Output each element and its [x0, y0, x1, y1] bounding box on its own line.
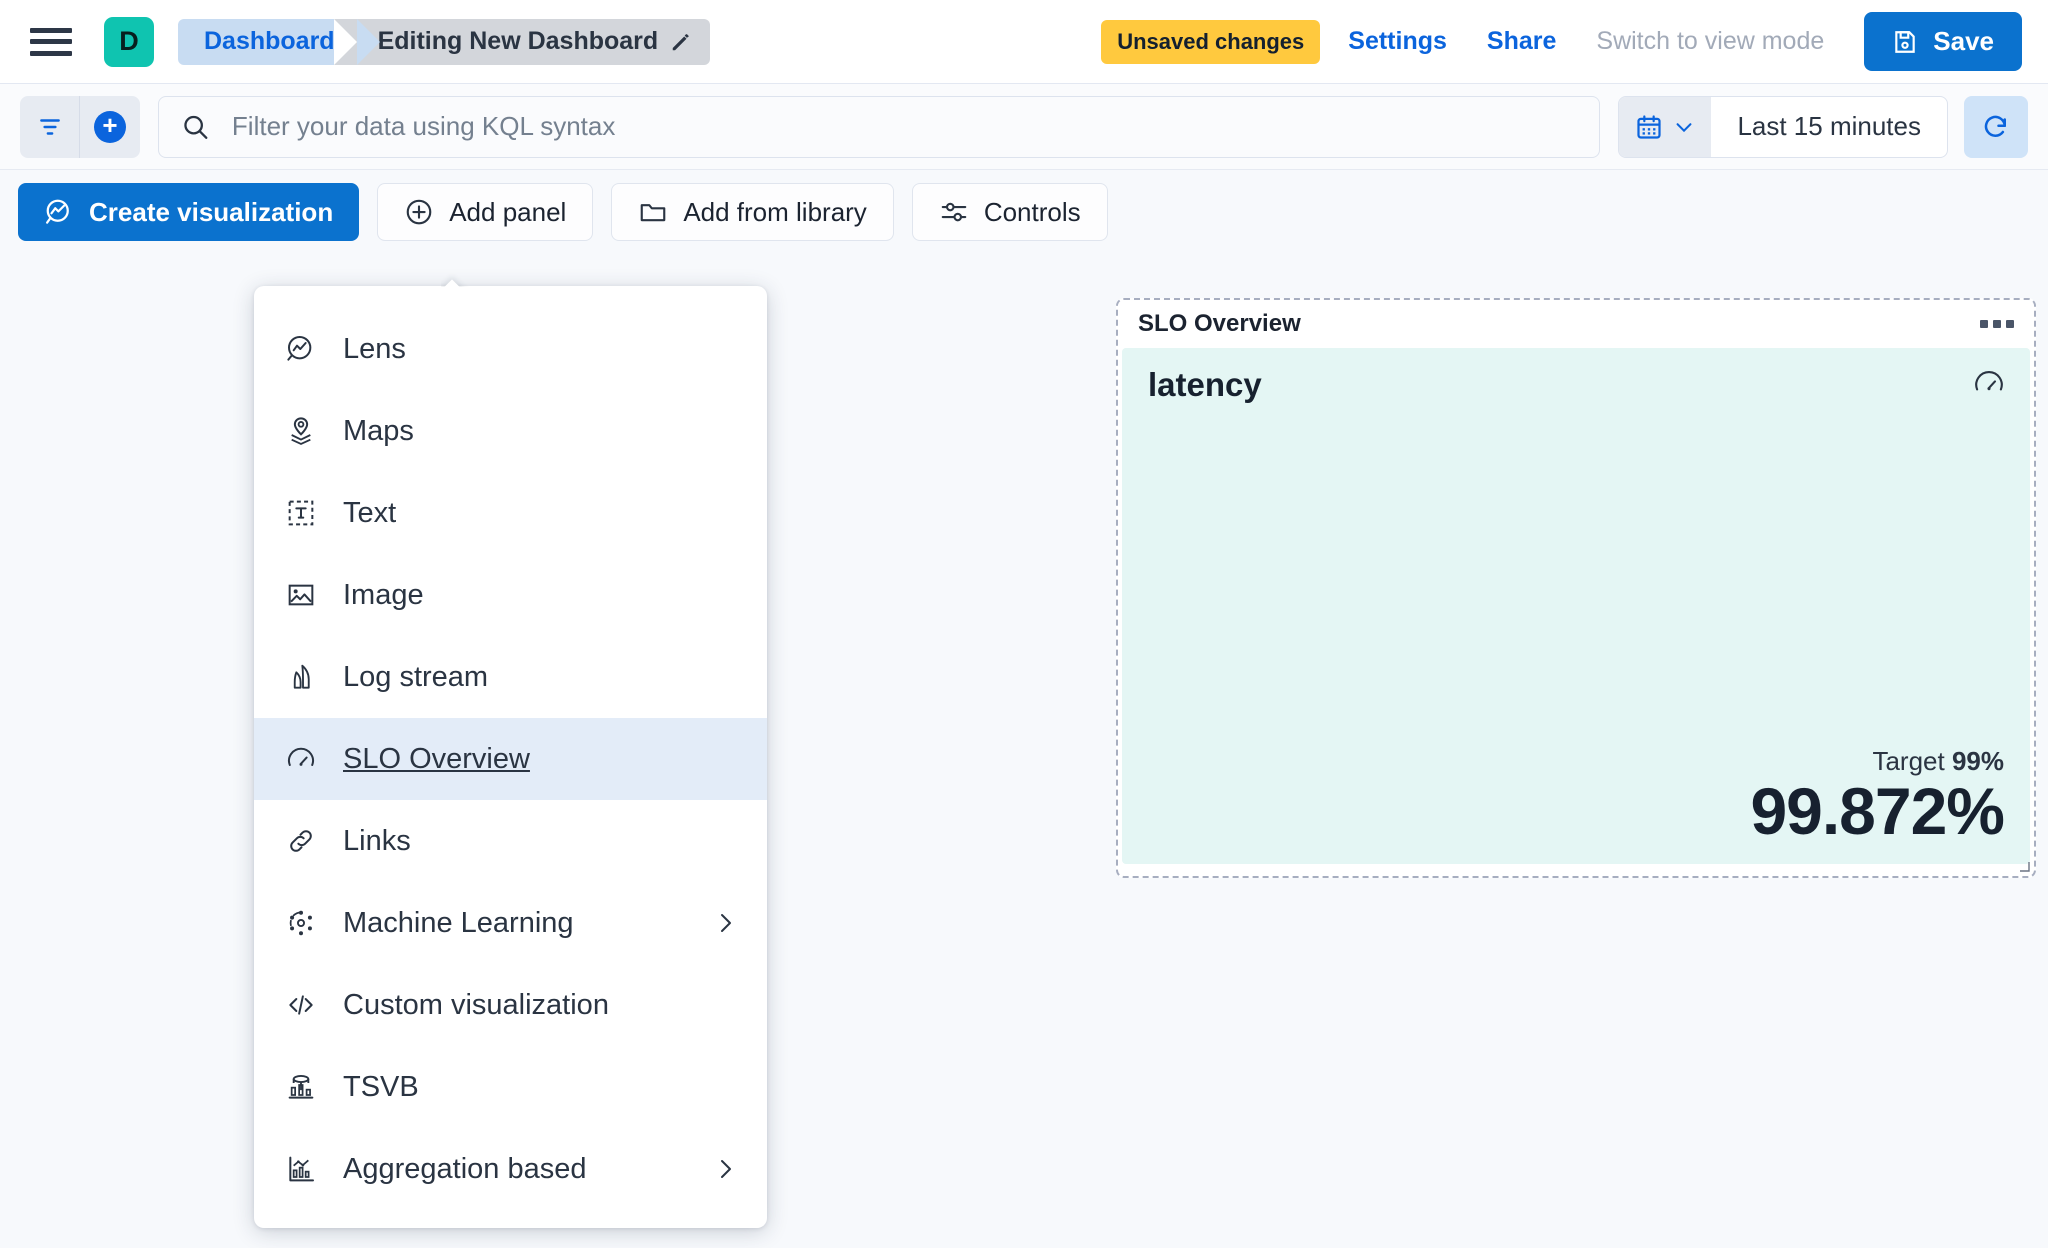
- panel-resize-handle[interactable]: [2014, 856, 2030, 872]
- app-badge[interactable]: D: [104, 16, 154, 67]
- save-disk-icon: [1895, 30, 1916, 53]
- menu-arrow: [441, 272, 471, 287]
- tsvb-icon: [284, 1070, 318, 1104]
- refresh-button[interactable]: [1964, 95, 2028, 158]
- folder-icon: [641, 204, 666, 222]
- time-picker: Last 15 minutes: [1618, 95, 1948, 158]
- controls-button[interactable]: Controls: [911, 183, 1108, 241]
- menu-item-label: Lens: [343, 332, 406, 365]
- menu-item-label: Machine Learning: [343, 906, 574, 939]
- dashboard-canvas: Lens Maps Text: [0, 254, 2048, 1248]
- more-options-icon[interactable]: [1980, 320, 2014, 328]
- slo-overview-panel[interactable]: SLO Overview latency Target 99% 99.872%: [1116, 298, 2036, 878]
- menu-item-machine-learning[interactable]: Machine Learning: [254, 882, 767, 964]
- add-from-library-button[interactable]: Add from library: [611, 183, 894, 241]
- add-panel-label: Add panel: [449, 196, 567, 227]
- menu-item-label: Log stream: [343, 660, 489, 693]
- menu-item-label: Maps: [343, 414, 414, 447]
- settings-link[interactable]: Settings: [1348, 27, 1447, 55]
- panel-body: latency Target 99% 99.872%: [1122, 348, 2030, 864]
- filter-icon: [39, 118, 60, 135]
- slo-target: Target 99%: [1750, 746, 2004, 777]
- panel-header: SLO Overview: [1118, 300, 2034, 348]
- menu-item-image[interactable]: Image: [254, 554, 767, 636]
- menu-item-label: Links: [343, 824, 411, 857]
- app-header: D Dashboard Editing New Dashboard Unsave…: [0, 0, 2048, 84]
- add-panel-button[interactable]: Add panel: [377, 183, 594, 241]
- menu-item-maps[interactable]: Maps: [254, 390, 767, 472]
- switch-to-view-mode-link[interactable]: Switch to view mode: [1596, 27, 1825, 55]
- image-icon: [284, 578, 318, 612]
- menu-item-label: Image: [343, 578, 424, 611]
- panel-title: SLO Overview: [1138, 310, 1301, 337]
- create-visualization-label: Create visualization: [89, 196, 334, 227]
- menu-item-label: SLO Overview: [343, 742, 530, 775]
- menu-item-aggregation-based[interactable]: Aggregation based: [254, 1128, 767, 1210]
- pencil-icon[interactable]: [670, 31, 692, 53]
- time-range-label[interactable]: Last 15 minutes: [1737, 111, 1921, 141]
- plus-circle-icon: +: [94, 110, 126, 143]
- menu-item-log-stream[interactable]: Log stream: [254, 636, 767, 718]
- filter-options-button[interactable]: [20, 95, 80, 158]
- add-from-library-label: Add from library: [683, 196, 867, 227]
- breadcrumb: Dashboard Editing New Dashboard: [178, 18, 711, 65]
- menu-item-tsvb[interactable]: TSVB: [254, 1046, 767, 1128]
- date-quick-select-button[interactable]: [1619, 96, 1712, 157]
- hamburger-menu-icon[interactable]: [28, 25, 74, 59]
- chevron-right-icon: [721, 914, 731, 932]
- breadcrumb-current[interactable]: Editing New Dashboard: [333, 18, 711, 65]
- save-button-label: Save: [1933, 26, 1994, 56]
- agg-chart-icon: [284, 1152, 318, 1186]
- search-field-wrapper[interactable]: [158, 95, 1601, 158]
- ml-icon: [284, 906, 318, 940]
- search-input[interactable]: [231, 111, 1578, 142]
- slo-metric-name: latency: [1148, 366, 1262, 403]
- menu-item-lens[interactable]: Lens: [254, 308, 767, 390]
- plus-circle-outline-icon: [406, 199, 432, 225]
- query-bar: + Last 15 minutes: [0, 84, 2048, 170]
- chevron-down-icon: [1677, 122, 1692, 132]
- save-button[interactable]: Save: [1864, 12, 2022, 71]
- menu-item-label: Text: [343, 496, 397, 529]
- sliders-icon: [941, 202, 967, 222]
- calendar-icon: [1637, 114, 1662, 139]
- dashboard-toolbar: Create visualization Add panel Add from …: [0, 170, 2048, 254]
- menu-item-text[interactable]: Text: [254, 472, 767, 554]
- logstream-icon: [284, 660, 318, 694]
- slo-value: 99.872%: [1750, 773, 2005, 848]
- create-visualization-button[interactable]: Create visualization: [18, 183, 360, 241]
- menu-item-slo-overview[interactable]: SLO Overview: [254, 718, 767, 800]
- code-icon: [284, 988, 318, 1022]
- menu-item-links[interactable]: Links: [254, 800, 767, 882]
- refresh-icon: [1984, 115, 2006, 137]
- share-link[interactable]: Share: [1486, 27, 1557, 55]
- menu-item-label: TSVB: [343, 1070, 419, 1103]
- slo-target-label: Target: [1872, 745, 1945, 776]
- gauge-icon: [284, 742, 318, 776]
- lens-icon: [284, 332, 318, 366]
- text-icon: [284, 496, 318, 530]
- menu-item-label: Custom visualization: [343, 988, 609, 1021]
- add-filter-button[interactable]: +: [80, 95, 140, 158]
- header-actions: Unsaved changes Settings Share Switch to…: [1101, 12, 2048, 71]
- menu-item-custom-visualization[interactable]: Custom visualization: [254, 964, 767, 1046]
- breadcrumb-dashboard[interactable]: Dashboard: [178, 18, 380, 65]
- search-icon: [184, 115, 208, 139]
- gauge-icon: [1972, 366, 2006, 405]
- menu-item-label: Aggregation based: [343, 1152, 587, 1185]
- filter-controls: +: [20, 95, 140, 158]
- maps-icon: [284, 414, 318, 448]
- controls-label: Controls: [983, 196, 1081, 227]
- unsaved-changes-badge: Unsaved changes: [1101, 19, 1321, 64]
- chevron-right-icon: [721, 1160, 731, 1178]
- slo-summary: Target 99% 99.872%: [1750, 746, 2005, 848]
- add-panel-menu: Lens Maps Text: [254, 286, 767, 1228]
- link-icon: [284, 824, 318, 858]
- breadcrumb-current-label: Editing New Dashboard: [377, 27, 659, 55]
- slo-target-value: 99%: [1951, 745, 2004, 776]
- lens-icon: [46, 199, 69, 224]
